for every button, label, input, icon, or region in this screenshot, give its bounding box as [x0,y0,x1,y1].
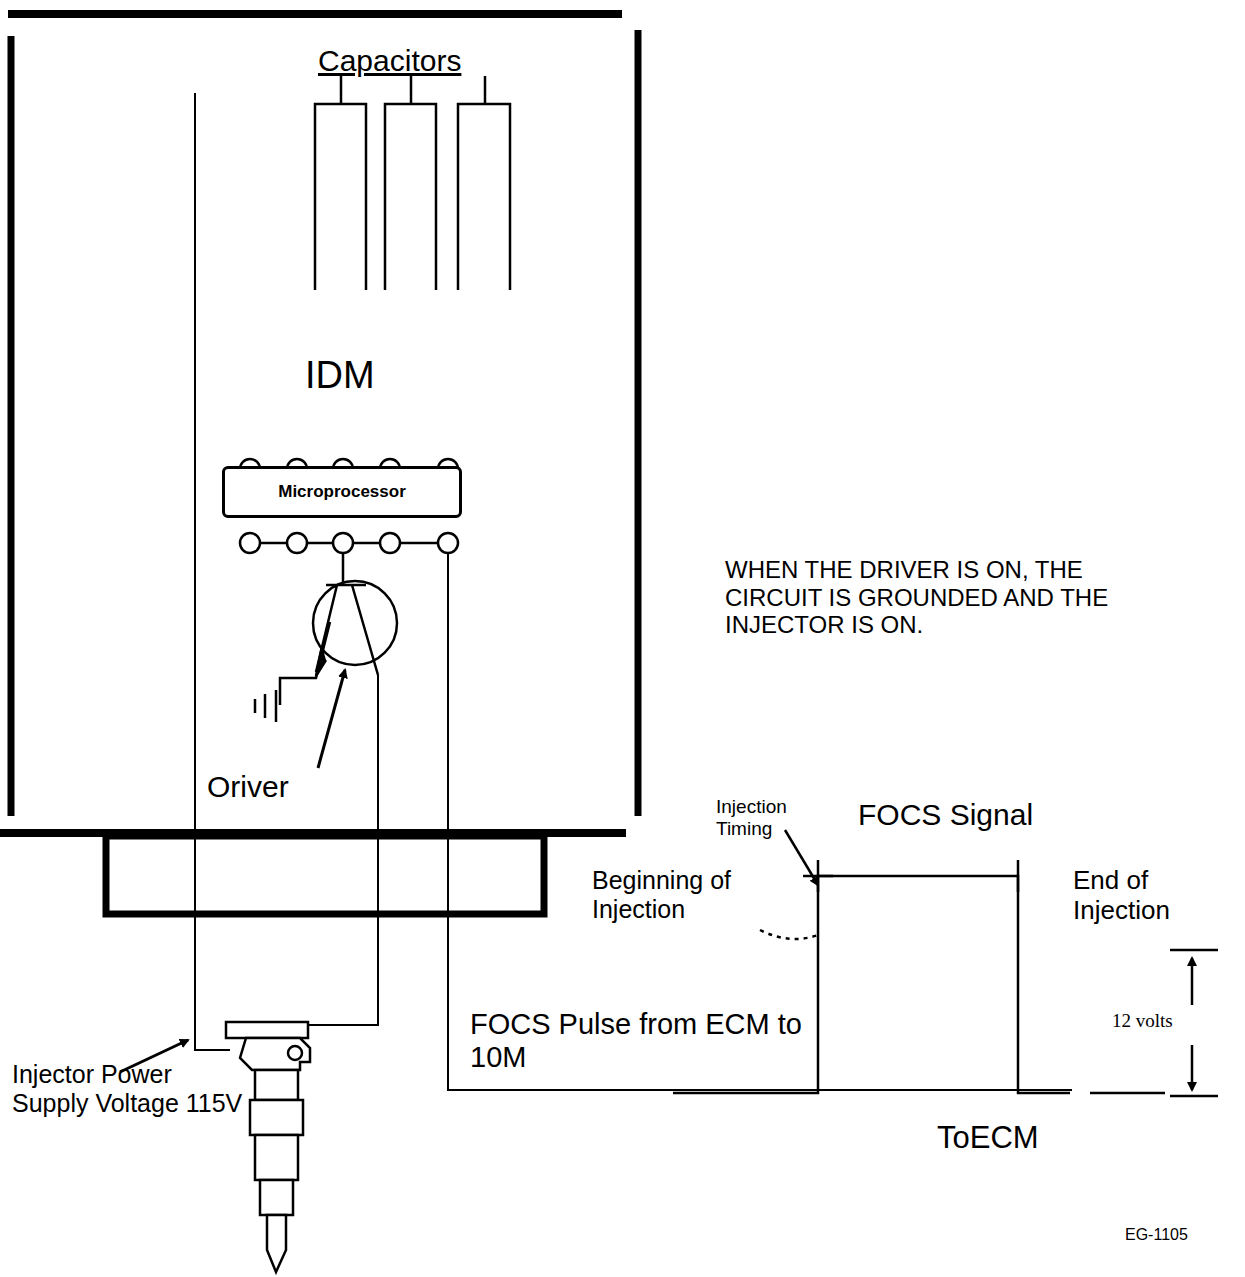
idm-housing [0,14,638,914]
part-label: Oriver [207,770,347,805]
signal-label: End of Injection [1073,866,1223,926]
leader-line [318,670,345,768]
signal-label: Injection Timing [716,796,816,840]
wire-label: ToECM [937,1120,1097,1156]
microprocessor-chip: Microprocessor [222,466,462,518]
part-label: Injector Power Supply Voltage 115V [12,1060,247,1118]
signal-name: FOCS Signal [858,798,1078,833]
chip-label: Microprocessor [278,482,406,502]
note-text: WHEN THE DRIVER IS ON, THE CIRCUIT IS GR… [725,556,1173,639]
signal-label: FOCS Pulse from ECM to 10M [470,1008,805,1075]
part-label: Capacitors [318,44,538,79]
dimension-label: 12 volts [1112,1010,1192,1032]
driver-transistor [255,553,397,722]
module-name: IDM [305,354,375,398]
capacitor-symbols [315,76,510,290]
injector [226,1022,310,1272]
signal-label: Beginning of Injection [592,866,767,924]
idm-housing-box: IDM Microprocessor [8,14,640,834]
figure-number: EG-1105 [1125,1226,1225,1244]
